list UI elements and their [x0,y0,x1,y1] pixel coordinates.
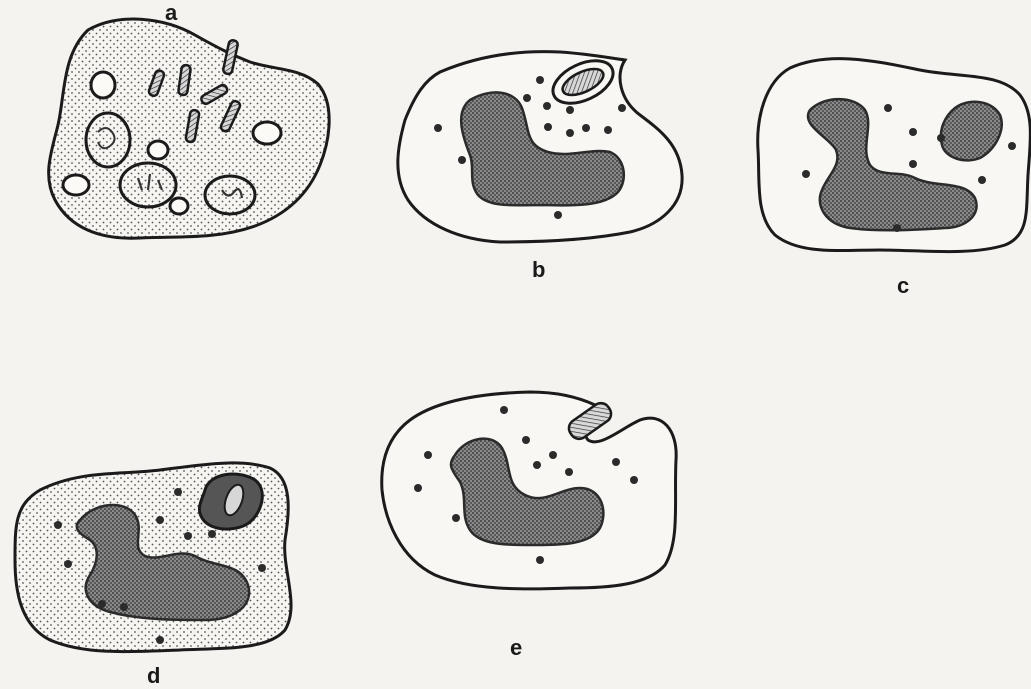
panel-c: c [758,59,1031,298]
digestive-vacuole [86,113,130,167]
vacuole [170,198,188,214]
vacuole [63,175,89,195]
panel-e: e [382,392,676,660]
panel-d: d [15,463,291,688]
panel-a: a [49,0,330,238]
cell-e-membrane [382,392,676,589]
panel-label-d: d [147,663,160,688]
panel-b: b [398,52,682,282]
panel-label-b: b [532,257,545,282]
panel-label-a: a [165,0,178,25]
panel-label-e: e [510,635,522,660]
vacuole [148,141,168,159]
vacuole [253,122,281,144]
vacuole [91,72,115,98]
panel-label-c: c [897,273,909,298]
